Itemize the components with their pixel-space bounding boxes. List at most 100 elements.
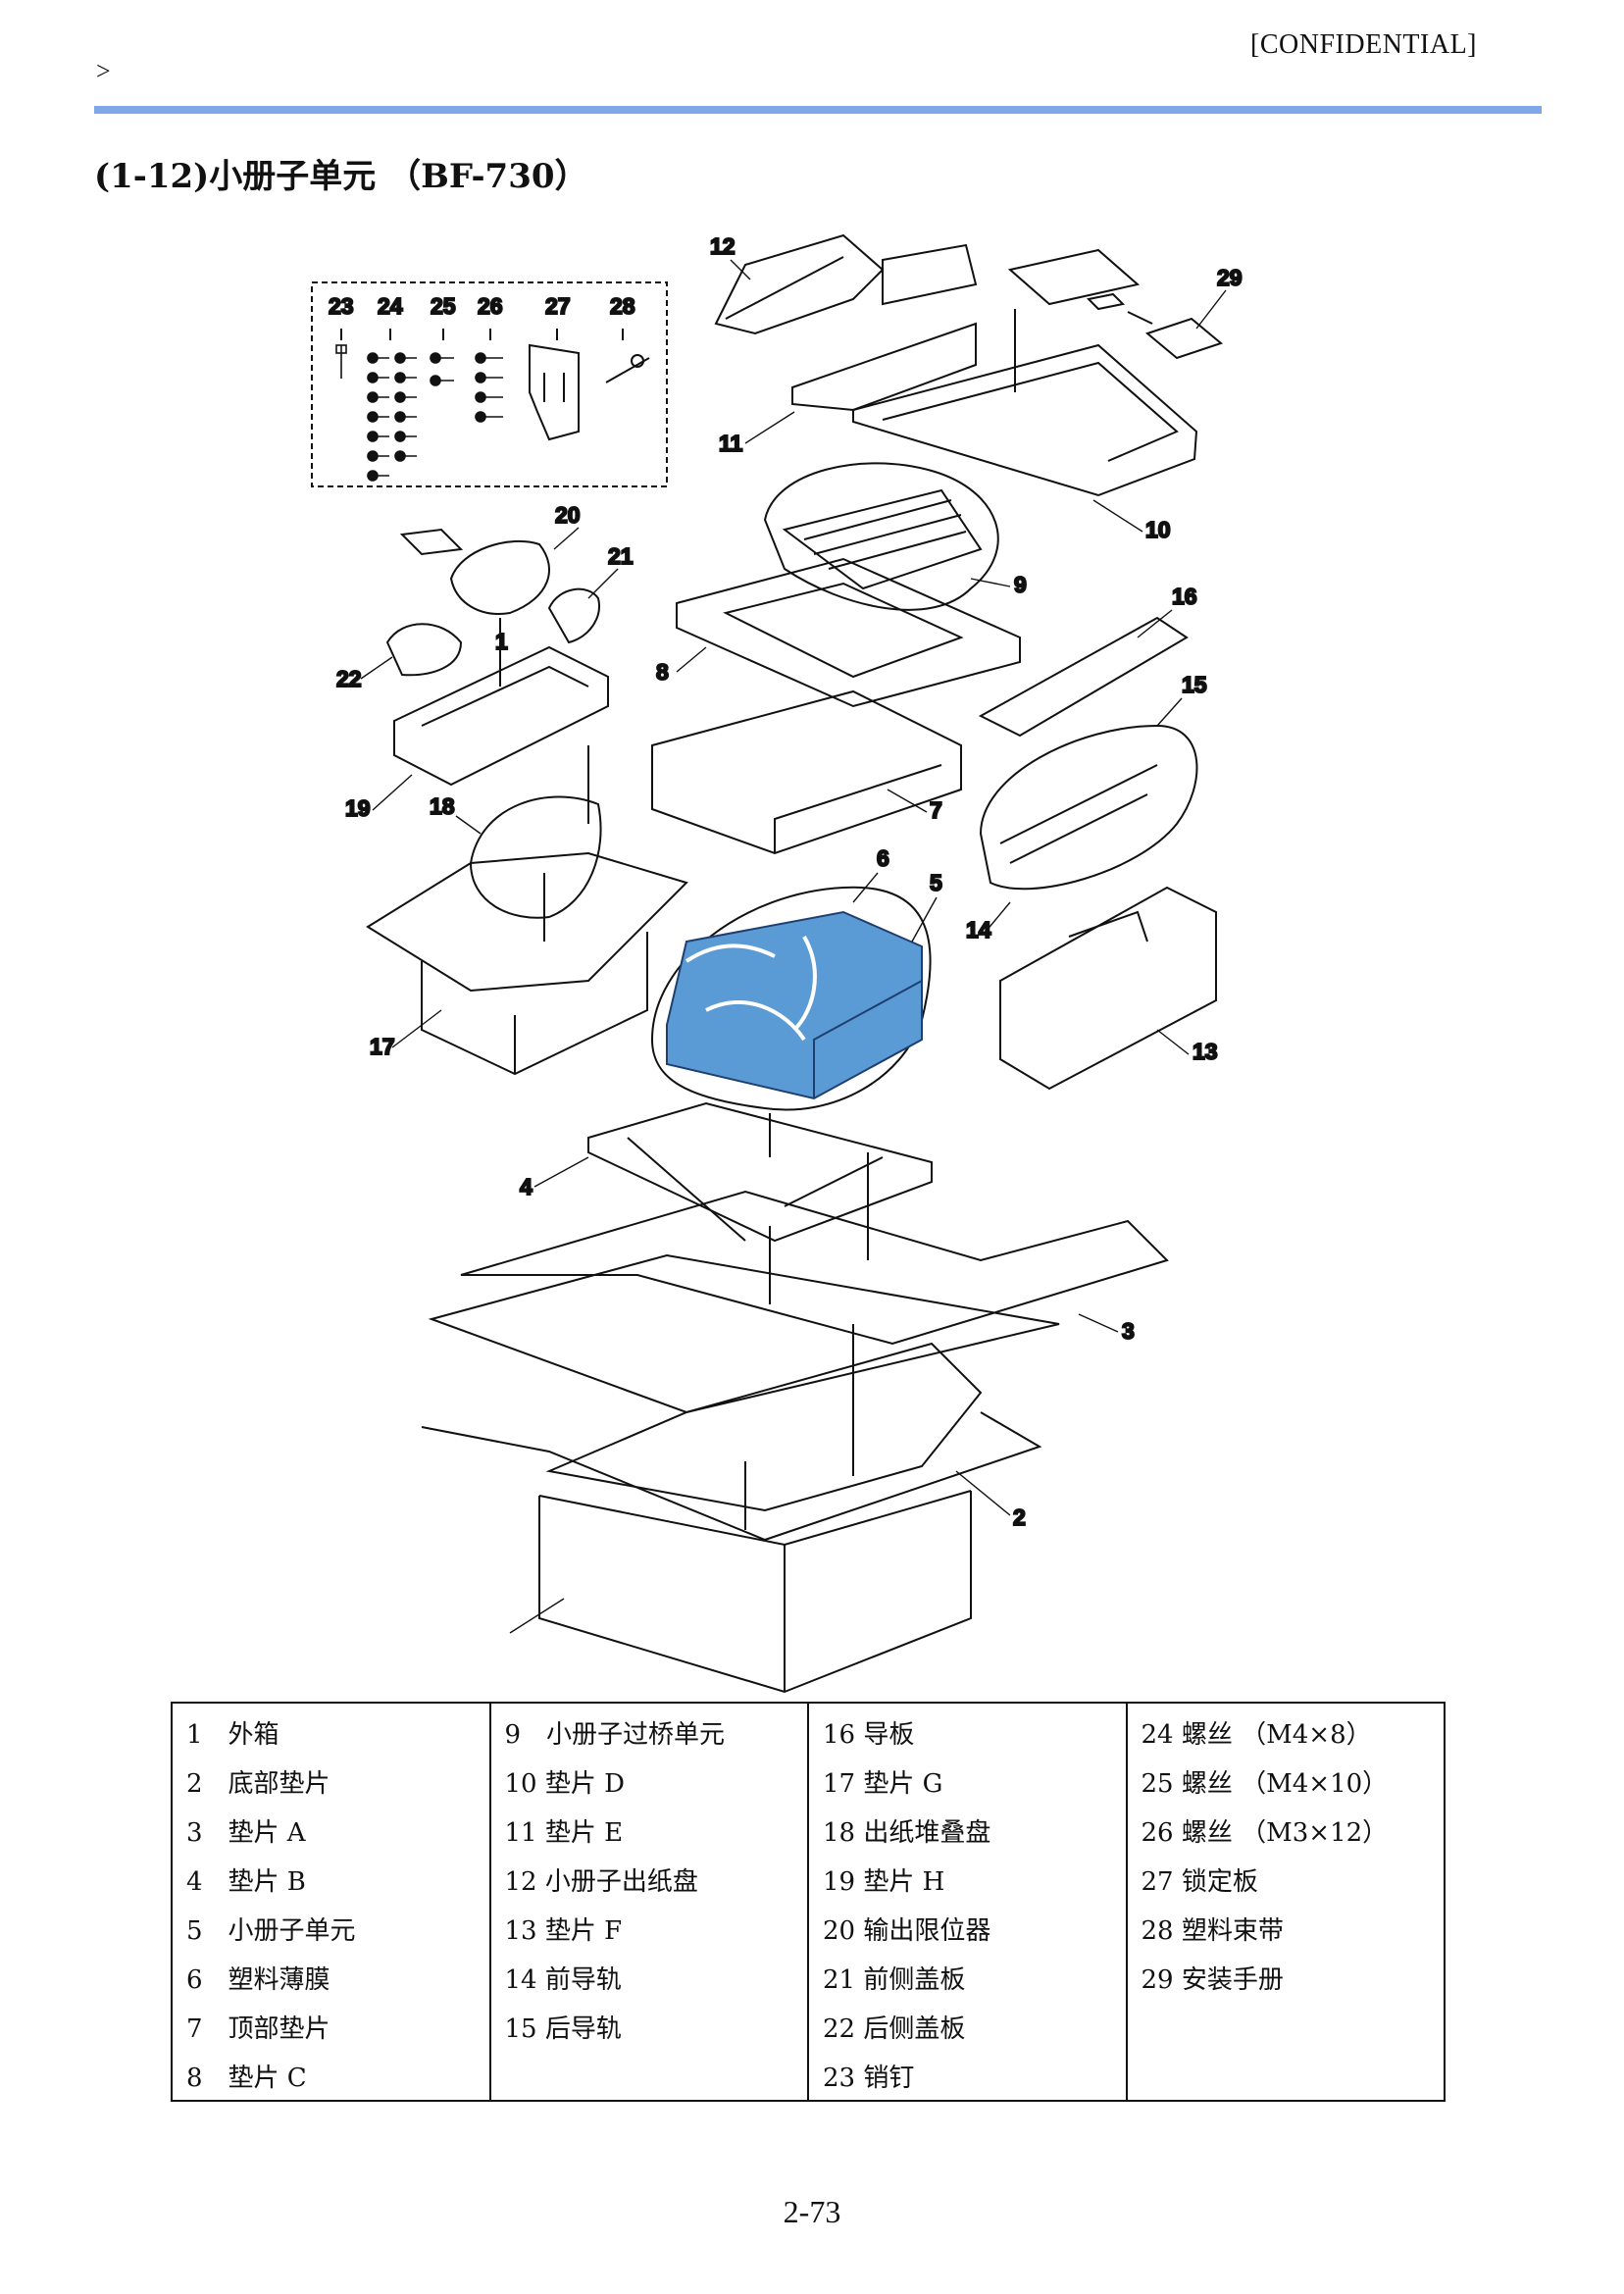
front-cover — [547, 587, 600, 644]
confidential-label: [CONFIDENTIAL] — [1250, 29, 1477, 60]
table-cell: 29 安装手册 — [1125, 1953, 1446, 2002]
table-row: 7 顶部垫片 15 后导轨 22 后侧盖板 — [171, 2002, 1446, 2051]
pad-c — [676, 557, 1021, 708]
callout-9: 9 — [1014, 572, 1027, 597]
table-cell: 12 小册子出纸盘 — [488, 1855, 809, 1904]
callout-18: 18 — [430, 793, 455, 819]
callout-22: 22 — [336, 666, 362, 691]
output-stopper — [449, 539, 550, 615]
bottom-pad — [545, 1342, 983, 1512]
callout-13: 13 — [1193, 1039, 1218, 1064]
booklet-tray — [714, 233, 885, 335]
table-cell: 8 垫片 C — [171, 2051, 491, 2101]
table-cell: 6 塑料薄膜 — [171, 1953, 491, 2002]
table-cell: 26 螺丝 （M3×12） — [1125, 1806, 1446, 1855]
callout-28: 28 — [610, 293, 635, 319]
callouts: 1 2 3 4 5 6 7 8 9 10 11 12 13 14 15 16 1… — [328, 232, 1243, 1531]
callout-2: 2 — [1013, 1504, 1026, 1530]
page-number: 2-73 — [783, 2194, 841, 2229]
table-row: 8 垫片 C 23 销钉 — [171, 2051, 1446, 2101]
callout-4: 4 — [520, 1174, 533, 1199]
nav-arrow-icon[interactable]: > — [96, 57, 111, 85]
callout-8: 8 — [656, 659, 669, 685]
table-row: 4 垫片 B 12 小册子出纸盘 19 垫片 H 27 锁定板 — [171, 1855, 1446, 1904]
table-cell: 27 锁定板 — [1125, 1855, 1446, 1904]
table-cell: 20 输出限位器 — [807, 1904, 1128, 1953]
stacker-tray — [469, 795, 602, 919]
table-cell: 1 外箱 — [171, 1703, 491, 1757]
section-title: (1-12)小册子单元 （BF-730） — [94, 157, 588, 196]
pad-g-box — [421, 932, 648, 1076]
pad-h — [393, 645, 609, 787]
pad-e — [791, 322, 977, 412]
table-cell: 4 垫片 B — [171, 1855, 491, 1904]
table-cell: 17 垫片 G — [807, 1757, 1128, 1806]
outer-box-flaps — [421, 1411, 1042, 1542]
table-row: 2 底部垫片 10 垫片 D 17 垫片 G 25 螺丝 （M4×10） — [171, 1757, 1446, 1806]
table-row: 5 小册子单元 13 垫片 F 20 输出限位器 28 塑料束带 — [171, 1904, 1446, 1953]
table-cell: 28 塑料束带 — [1125, 1904, 1446, 1953]
pad-a — [460, 1190, 1169, 1346]
manual-sheet — [1007, 248, 1141, 306]
callout-19: 19 — [345, 795, 371, 821]
lock-plate — [529, 343, 580, 441]
callout-15: 15 — [1182, 672, 1207, 697]
callout-5: 5 — [930, 870, 942, 895]
pad-b — [587, 1101, 933, 1243]
table-cell: 10 垫片 D — [488, 1757, 809, 1806]
table-cell: 24 螺丝 （M4×8） — [1125, 1703, 1446, 1757]
table-cell: 3 垫片 A — [171, 1806, 491, 1855]
pad-g-top — [366, 851, 688, 993]
callout-12: 12 — [710, 233, 736, 259]
callout-21: 21 — [608, 543, 634, 569]
rear-cover — [385, 623, 463, 677]
rear-guide — [979, 724, 1198, 891]
callout-29: 29 — [1217, 265, 1243, 290]
callout-17: 17 — [370, 1034, 395, 1059]
table-cell — [1125, 2051, 1446, 2101]
callout-3: 3 — [1122, 1318, 1135, 1344]
callout-10: 10 — [1145, 517, 1171, 542]
pad-d — [852, 343, 1198, 497]
callout-25: 25 — [431, 293, 456, 319]
table-cell — [488, 2051, 809, 2101]
table-cell: 7 顶部垫片 — [171, 2002, 491, 2051]
accessory-box — [311, 281, 668, 487]
table-cell: 15 后导轨 — [488, 2002, 809, 2051]
table-cell: 13 垫片 F — [488, 1904, 809, 1953]
table-cell: 11 垫片 E — [488, 1806, 809, 1855]
outer-box — [538, 1491, 972, 1694]
table-cell: 14 前导轨 — [488, 1953, 809, 2002]
table-cell — [1125, 2002, 1446, 2051]
table-cell: 18 出纸堆叠盘 — [807, 1806, 1128, 1855]
guide-plate — [978, 616, 1189, 738]
booklet-unit — [666, 910, 923, 1100]
table-cell: 5 小册子单元 — [171, 1904, 491, 1953]
callout-24: 24 — [378, 293, 403, 319]
table-row: 1 外箱 9 小册子过桥单元 16 导板 24 螺丝 （M4×8） — [171, 1703, 1446, 1757]
callout-7: 7 — [930, 797, 942, 823]
callout-20: 20 — [555, 502, 581, 528]
header-rule — [94, 106, 1542, 114]
callout-16: 16 — [1172, 584, 1197, 609]
table-cell: 19 垫片 H — [807, 1855, 1128, 1904]
callout-6: 6 — [877, 845, 889, 871]
table-cell: 22 后侧盖板 — [807, 2002, 1128, 2051]
table-cell: 2 底部垫片 — [171, 1757, 491, 1806]
assembly-arrows — [499, 309, 1016, 1530]
table-row: 6 塑料薄膜 14 前导轨 21 前侧盖板 29 安装手册 — [171, 1953, 1446, 2002]
table-cell: 9 小册子过桥单元 — [488, 1703, 809, 1757]
table-row: 3 垫片 A 11 垫片 E 18 出纸堆叠盘 26 螺丝 （M3×12） — [171, 1806, 1446, 1855]
table-cell: 16 导板 — [807, 1703, 1128, 1757]
callout-23: 23 — [329, 293, 354, 319]
callout-1: 1 — [495, 629, 508, 654]
table-cell: 25 螺丝 （M4×10） — [1125, 1757, 1446, 1806]
callout-11: 11 — [719, 431, 743, 456]
screws-group — [335, 344, 503, 482]
pad-f — [999, 886, 1217, 1091]
table-cell: 21 前侧盖板 — [807, 1953, 1128, 2002]
callout-26: 26 — [478, 293, 503, 319]
leader-lines — [360, 259, 1227, 1634]
install-manual — [1144, 317, 1224, 360]
parts-table: 1 外箱 9 小册子过桥单元 16 导板 24 螺丝 （M4×8） 2 底部垫片… — [171, 1702, 1446, 2102]
